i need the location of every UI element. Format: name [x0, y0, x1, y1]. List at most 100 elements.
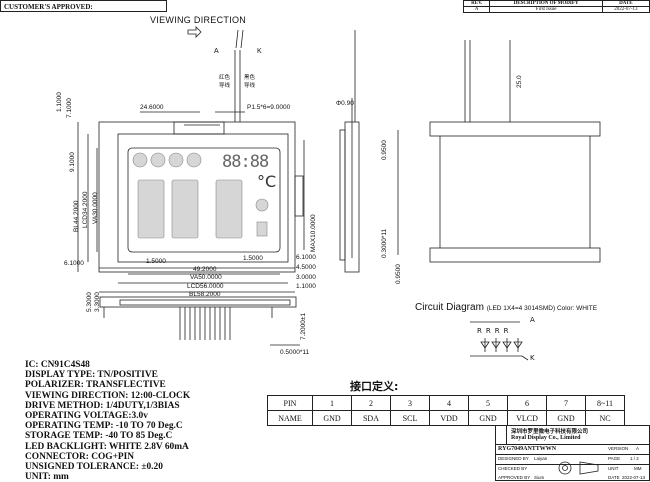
pin-cell: 2 — [351, 395, 391, 411]
dim-3-0: 3.0000 — [296, 274, 316, 281]
degree-icon: °C — [257, 172, 277, 191]
digit-2 — [171, 179, 199, 239]
rear-bottom — [429, 247, 601, 263]
pin-a-label: A — [214, 48, 219, 55]
dim-bl44: BL44.2000 — [73, 200, 80, 232]
spec-line: VIEWING DIRECTION: 12:00-CLOCK — [25, 390, 191, 401]
black-wire-label: 黑色 导线 — [244, 75, 256, 89]
dim-0-3: 0.3000*11 — [381, 228, 388, 258]
pin-cell: 3 — [390, 395, 430, 411]
unit-label: UNIT — [608, 466, 619, 471]
pin-cell: 8~11 — [585, 395, 625, 411]
dim-5-3: 5.3000 — [86, 292, 93, 312]
date-value: 2022-07-13 — [622, 475, 646, 480]
approver: Sium — [534, 475, 545, 480]
pin-cell: 6 — [507, 395, 547, 411]
resistor-label: R — [477, 327, 486, 335]
dim-bl58: BL58.2000 — [189, 291, 221, 298]
circuit-anode: A — [530, 316, 535, 324]
resistor-labels: RRRR — [477, 327, 513, 335]
pin-definition-table: PIN 1 2 3 4 5 6 7 8~11 NAME GND SDA SCL … — [267, 395, 625, 426]
spec-line: STORAGE TEMP: -40 TO 85 Deg.C — [25, 431, 173, 442]
viewing-direction-label: VIEWING DIRECTION — [150, 15, 247, 25]
name-row: NAME GND SDA SCL VDD GND VLCD GND NC — [267, 410, 625, 426]
version-value: A — [636, 446, 640, 451]
pin-k-label: K — [257, 48, 262, 55]
name-cell: VLCD — [507, 410, 547, 426]
spec-line: UNSIGNED TOLERANCE: ±0.20 — [25, 462, 163, 473]
top-connector — [173, 121, 225, 135]
clock-digits: 88:88 — [222, 152, 269, 172]
checked-label: CHECKED BY — [498, 466, 528, 471]
fan-icon — [255, 198, 269, 212]
side-connector — [294, 175, 304, 217]
moon-icon — [186, 152, 202, 168]
dim-0-95-a: 0.9500 — [381, 140, 388, 160]
spec-line: OPERATING VOLTAGE:3.0v — [25, 411, 148, 422]
dim-1-1: 1.1000 — [56, 92, 63, 112]
spec-line: OPERATING TEMP: -10 TO 70 Deg.C — [25, 421, 183, 432]
digit-1 — [137, 179, 165, 239]
pin-row: PIN 1 2 3 4 5 6 7 8~11 — [267, 395, 625, 411]
dim-6-1-right: 6.1000 — [296, 254, 316, 261]
date-label: DATE — [608, 475, 620, 480]
unit-value: MM — [634, 466, 642, 471]
dim-va30: VA30.0000 — [92, 192, 99, 224]
view-arrow-icon — [187, 26, 202, 38]
spec-list: IC: CN91C4S48 DISPLAY TYPE: TN/POSITIVE … — [25, 360, 190, 482]
dim-lcd56: LCD56.0000 — [187, 283, 224, 290]
dim-6-1-left: 6.1000 — [64, 260, 84, 267]
name-cell: SCL — [390, 410, 430, 426]
circuit-details: (LED 1X4=4 3014SMD) Color: WHITE — [486, 305, 598, 312]
pin-cell: 7 — [546, 395, 586, 411]
dim-max10: MAX10.0000 — [310, 214, 317, 252]
pin-cell: 5 — [468, 395, 508, 411]
designer: Laiyan — [534, 456, 548, 461]
red-wire-label: 红色 导线 — [219, 75, 231, 89]
pin-table-title: 接口定义: — [350, 380, 399, 393]
rev-value: A — [462, 6, 491, 13]
name-cell: GND — [468, 410, 508, 426]
dim-24-6: 24.6000 — [140, 104, 164, 111]
dim-lcd34: LCD34.2000 — [82, 191, 89, 229]
name-cell: GND — [312, 410, 352, 426]
hand-icon — [150, 152, 166, 168]
circuit-diagram-title: Circuit Diagram (LED 1X4=4 3014SMD) Colo… — [415, 302, 597, 313]
dim-1-1-bottom: 1.1000 — [296, 283, 316, 290]
dim-9-1: 9.1000 — [69, 152, 76, 172]
title-block: 深圳市罗里微电子科技有限公司 Royal Display Co., Limite… — [495, 425, 650, 481]
dim-49-2: 49.2000 — [193, 266, 217, 273]
revision-table: REV. DESCRIPTION OF MODIFY DATE A First … — [462, 0, 650, 13]
dim-25: 25.0 — [516, 75, 523, 88]
spec-line: POLARIZER: TRANSFLECTIVE — [25, 380, 166, 391]
pin-cell: PIN — [267, 395, 313, 411]
pin-cell: 4 — [429, 395, 469, 411]
customer-approved-box: CUSTOMER'S APPROVED: — [0, 0, 167, 12]
page-value: 1 / 2 — [630, 456, 639, 461]
viewing-area-outline — [127, 147, 281, 253]
dim-7-2: 7.2000±1 — [300, 312, 307, 340]
dim-1-5-left: 1.5000 — [146, 258, 166, 265]
name-cell: NC — [585, 410, 625, 426]
resistor-label: R — [494, 327, 504, 335]
spec-line: IC: CN91C4S48 — [25, 360, 90, 370]
spec-line: LED BACKLIGHT: WHITE 2.8V 60mA — [25, 441, 189, 452]
spec-line: UNIT: mm — [25, 472, 69, 482]
name-cell: NAME — [267, 410, 313, 426]
thermometer-icon — [256, 221, 268, 237]
company-cn: 深圳市罗里微电子科技有限公司 — [511, 429, 589, 435]
resistor-label: R — [503, 327, 513, 335]
flame-icon — [132, 152, 148, 168]
dim-phi-0-9: Φ0.90 — [336, 100, 354, 107]
spec-line: CONNECTOR: COG+PIN — [25, 451, 135, 462]
circuit-title: Circuit Diagram — [415, 302, 484, 313]
pin-cell: 1 — [312, 395, 352, 411]
name-cell: GND — [546, 410, 586, 426]
projection-symbol-circle — [558, 461, 572, 475]
name-cell: SDA — [351, 410, 391, 426]
dim-1-5-right: 1.5000 — [243, 255, 263, 262]
circuit-cathode: K — [530, 354, 535, 362]
dim-va50: VA50.0000 — [190, 274, 222, 281]
designed-label: DESIGNED BY — [498, 456, 529, 461]
